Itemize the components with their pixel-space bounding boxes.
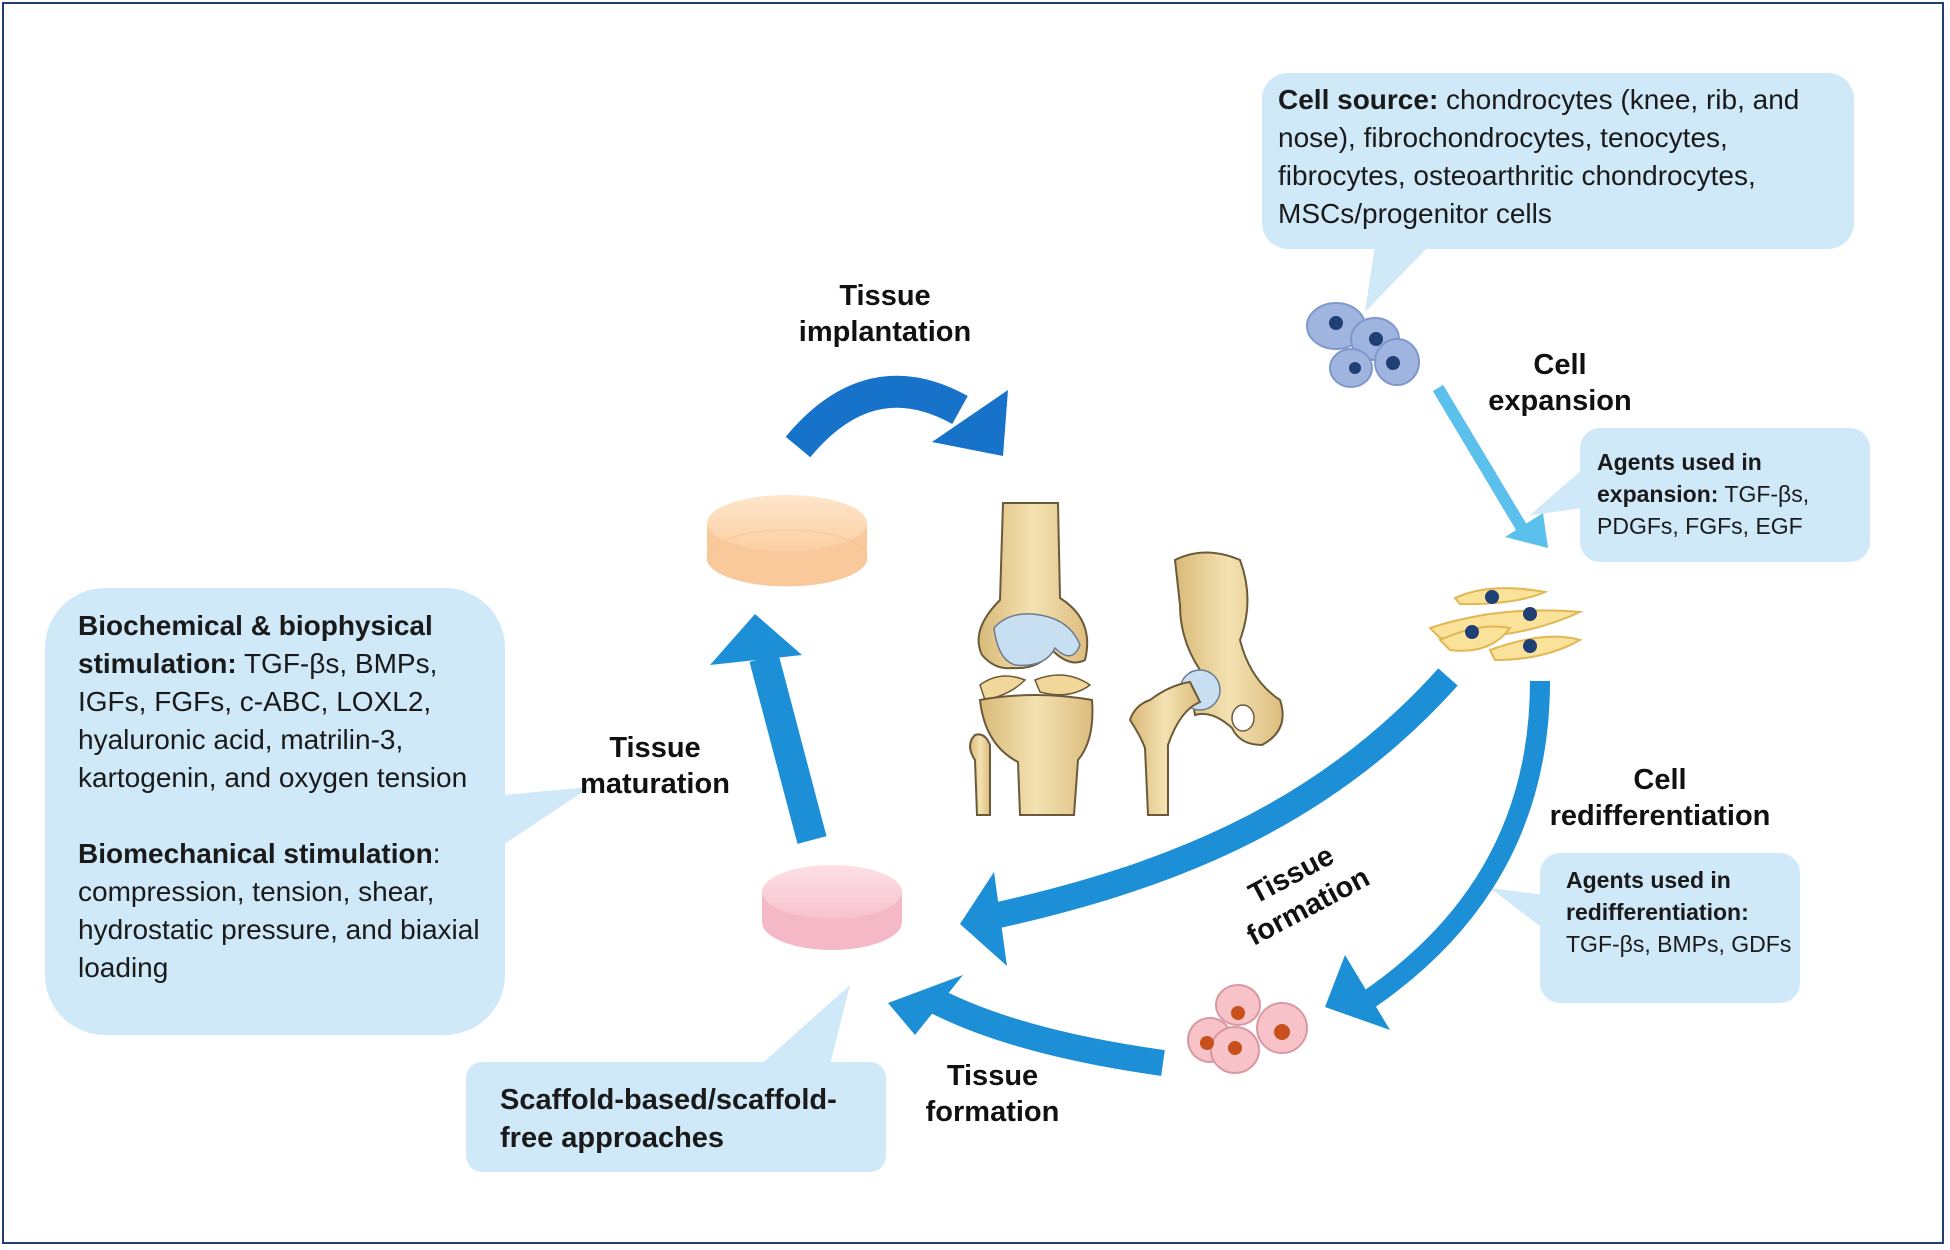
callout-scaffold: Scaffold-based/scaffold-free approaches [500, 1081, 880, 1157]
construct-disc-pink-icon [762, 865, 902, 950]
label-cell-expansion-line1: Cell [1533, 349, 1587, 381]
tissue-formation-diagonal-arrow [960, 668, 1458, 966]
tissue-formation-bottom-arrow [888, 975, 1165, 1076]
label-tissue-implantation: Tissue implantation [770, 278, 1000, 351]
label-tissue-formation-bottom-line2: formation [925, 1096, 1060, 1129]
expansion-arrow [1432, 384, 1548, 548]
callout-cell-source-bubble [1262, 73, 1854, 312]
expansion-agents-heading: Agents used in expansion: [1597, 449, 1762, 507]
redifferentiation-agents-text: TGF-βs, BMPs, GDFs [1566, 931, 1792, 957]
knee-joint-icon [969, 502, 1094, 816]
label-tissue-formation-bottom: Tissue formation [900, 1058, 1085, 1131]
biomechanical-stimulation-heading: Biomechanical stimulation [78, 838, 433, 869]
label-tissue-implantation-line1: Tissue [839, 280, 931, 312]
construct-disc-orange-icon [706, 495, 868, 587]
callout-redifferentiation-bubble [1490, 853, 1800, 1003]
callout-scaffold-bubble [466, 985, 886, 1172]
callout-stimulation: Biochemical & biophysical stimulation: T… [78, 607, 493, 987]
callout-redifferentiation-agents: Agents used in redifferentiation: TGF-βs… [1566, 864, 1796, 960]
stem-cells-icon [1306, 302, 1420, 388]
cell-source-heading: Cell source: [1278, 84, 1439, 115]
expansion-agents-text: TGF-βs, PDGFs, FGFs, EGF [1597, 481, 1810, 539]
biochemical-stimulation-block: Biochemical & biophysical stimulation: T… [78, 607, 493, 797]
label-tissue-maturation: Tissue maturation [555, 730, 755, 803]
label-cell-expansion-line2: expansion [1488, 385, 1632, 418]
label-tissue-maturation-line1: Tissue [609, 732, 701, 764]
chondrocyte-cells-icon [1187, 984, 1308, 1074]
callout-expansion-bubble [1530, 428, 1870, 562]
maturation-arrow [710, 614, 827, 844]
biomechanical-stimulation-text: : compression, tension, shear, hydrostat… [78, 838, 480, 983]
label-cell-expansion: Cell expansion [1460, 347, 1660, 420]
cell-source-text: chondrocytes (knee, rib, and nose), fibr… [1278, 84, 1800, 229]
redifferentiation-arrow [1325, 680, 1550, 1030]
implantation-arrow [785, 375, 1008, 458]
label-tissue-maturation-line2: maturation [580, 768, 730, 801]
label-cell-redifferentiation: Cell redifferentiation [1520, 762, 1800, 835]
redifferentiation-agents-heading: Agents used in redifferentiation: [1566, 867, 1749, 925]
callout-stimulation-bubble [45, 588, 590, 1035]
label-cell-redifferentiation-line2: redifferentiation [1549, 800, 1771, 833]
callout-expansion-agents: Agents used in expansion: TGF-βs, PDGFs,… [1597, 446, 1867, 542]
hip-joint-icon [1128, 551, 1284, 816]
biochemical-stimulation-text: TGF-βs, BMPs, IGFs, FGFs, c-ABC, LOXL2, … [78, 648, 468, 793]
fibroblast-cells-icon [1428, 587, 1584, 662]
label-tissue-implantation-line2: implantation [798, 316, 972, 349]
scaffold-text: Scaffold-based/scaffold-free approaches [500, 1084, 837, 1154]
biochemical-stimulation-heading: Biochemical & biophysical stimulation: [78, 610, 433, 679]
callout-cell-source: Cell source: chondrocytes (knee, rib, an… [1278, 81, 1848, 233]
label-tissue-formation-bottom-line1: Tissue [946, 1060, 1039, 1092]
biomechanical-stimulation-block: Biomechanical stimulation: compression, … [78, 835, 493, 987]
label-cell-redifferentiation-line1: Cell [1633, 764, 1687, 796]
